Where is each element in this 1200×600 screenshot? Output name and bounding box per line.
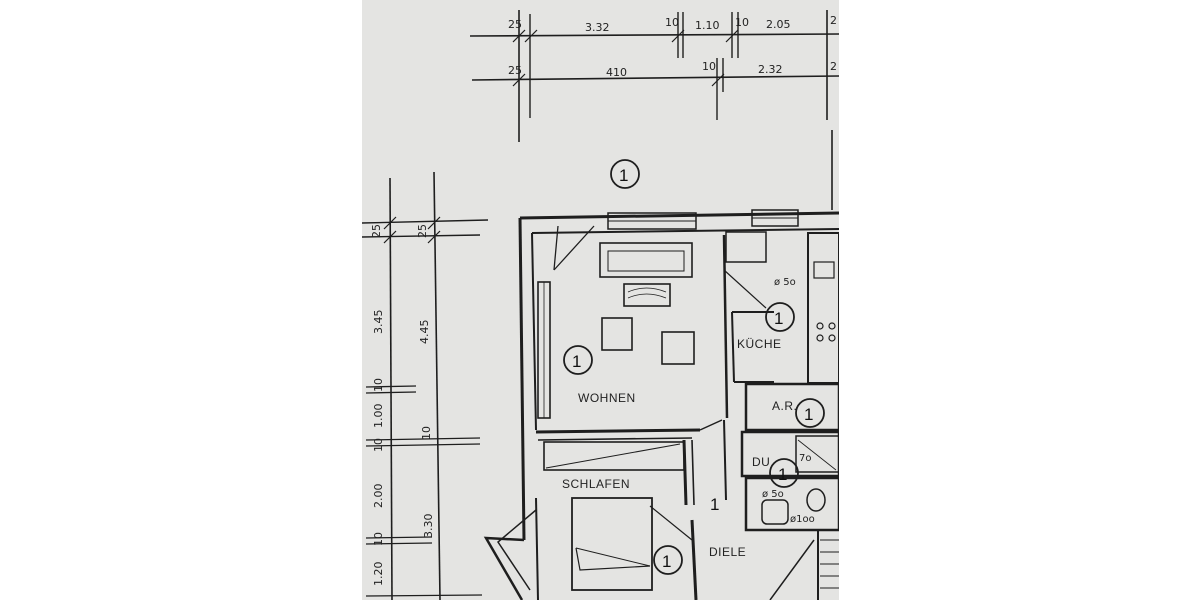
dim-top-2-0: 25 bbox=[508, 64, 522, 77]
unit-marker-top: 1 bbox=[610, 159, 640, 189]
floor-plan-drawing: 25 3.32 10 1.10 10 2.05 2 25 410 10 2.32… bbox=[362, 10, 839, 600]
dim-top-1-0: 25 bbox=[508, 18, 522, 31]
svg-text:1: 1 bbox=[804, 405, 813, 424]
sofa bbox=[599, 242, 693, 278]
room-label-wohnen: WOHNEN bbox=[578, 391, 636, 405]
sofa-seat bbox=[607, 250, 685, 272]
unit-marker-wohnen: 1 bbox=[563, 345, 593, 375]
svg-text:1: 1 bbox=[619, 166, 628, 185]
unit-marker-kueche: 1 bbox=[765, 302, 795, 332]
room-label-du: DU bbox=[752, 455, 770, 469]
room-label-diele: DIELE bbox=[709, 545, 746, 559]
dim-left-outer-4: 10 bbox=[372, 438, 385, 452]
armchair-right bbox=[661, 331, 695, 365]
svg-text:1: 1 bbox=[778, 465, 787, 484]
shower-tray bbox=[795, 435, 839, 473]
unit-marker-du: 1 bbox=[769, 458, 799, 488]
dim-top-2-1: 410 bbox=[606, 66, 627, 79]
dim-left-outer-7: 1.20 bbox=[372, 562, 385, 587]
dim-top-1-3: 1.10 bbox=[695, 19, 720, 32]
dim-left-outer-1: 3.45 bbox=[372, 310, 385, 335]
svg-text:1: 1 bbox=[774, 309, 783, 328]
dim-left-outer-0: 25 bbox=[370, 224, 383, 238]
kitchen-sink bbox=[813, 261, 835, 279]
room-labels: WOHNEN KÜCHE A.R. DU SCHLAFEN DIELE bbox=[562, 337, 797, 559]
dim-left-outer-2: 10 bbox=[372, 378, 385, 392]
room-label-schlafen: SCHLAFEN bbox=[562, 477, 630, 491]
dim-left-outer-6: 10 bbox=[372, 532, 385, 546]
left-dimension-chains bbox=[362, 171, 489, 600]
svg-text:1: 1 bbox=[662, 552, 671, 571]
walls bbox=[483, 209, 839, 600]
dim-left-outer-3: 1.00 bbox=[372, 404, 385, 429]
unit-marker-schlafen: 1 bbox=[653, 545, 683, 575]
room-label-kueche: KÜCHE bbox=[737, 337, 782, 351]
top-dimension-chains bbox=[469, 10, 839, 210]
unit-marker-diele: 1 bbox=[710, 495, 719, 514]
furniture bbox=[537, 242, 695, 591]
washbasin bbox=[761, 499, 789, 525]
wc-pipe-note: ø1oo bbox=[790, 514, 815, 525]
dim-left-inner-0: 25 bbox=[416, 224, 429, 238]
dim-top-2-3: 2.32 bbox=[758, 63, 783, 76]
left-dimension-labels: 25 3.45 10 1.00 10 2.00 10 1.20 25 4.45 … bbox=[370, 224, 435, 586]
svg-text:1: 1 bbox=[572, 352, 581, 371]
dim-top-2-4: 2 bbox=[830, 60, 837, 73]
dim-top-1-2: 10 bbox=[665, 16, 679, 29]
dim-left-outer-5: 2.00 bbox=[372, 484, 385, 509]
kitchen-cabinet bbox=[725, 231, 767, 263]
dim-top-1-6: 2 bbox=[830, 14, 837, 27]
armchair-left bbox=[601, 317, 633, 351]
unit-marker-ar: 1 bbox=[795, 398, 825, 428]
top-dimension-labels: 25 3.32 10 1.10 10 2.05 2 25 410 10 2.32… bbox=[508, 14, 837, 79]
toilet bbox=[806, 488, 826, 512]
dim-top-2-2: 10 bbox=[702, 60, 716, 73]
dim-top-1-5: 2.05 bbox=[766, 18, 791, 31]
bed bbox=[571, 497, 653, 591]
unit-markers: 1 1 1 1 1 1 1 bbox=[563, 159, 825, 575]
dim-left-inner-3: 3.30 bbox=[422, 514, 435, 539]
du-small-note: ø 5o bbox=[762, 489, 784, 500]
pipe-annotations: ø 5o 7o ø 5o ø1oo bbox=[762, 277, 815, 525]
dim-top-1-4: 10 bbox=[735, 16, 749, 29]
svg-text:1: 1 bbox=[710, 495, 719, 514]
kitchen-pipe-note: ø 5o bbox=[774, 277, 796, 288]
floor-plan-sheet: 25 3.32 10 1.10 10 2.05 2 25 410 10 2.32… bbox=[362, 0, 839, 600]
dim-left-inner-1: 4.45 bbox=[418, 320, 431, 345]
dim-top-1-1: 3.32 bbox=[585, 21, 610, 34]
dim-left-inner-2: 10 bbox=[420, 426, 433, 440]
du-pipe-note: 7o bbox=[799, 453, 811, 464]
room-label-ar: A.R. bbox=[772, 399, 797, 413]
coffee-table bbox=[623, 283, 671, 307]
